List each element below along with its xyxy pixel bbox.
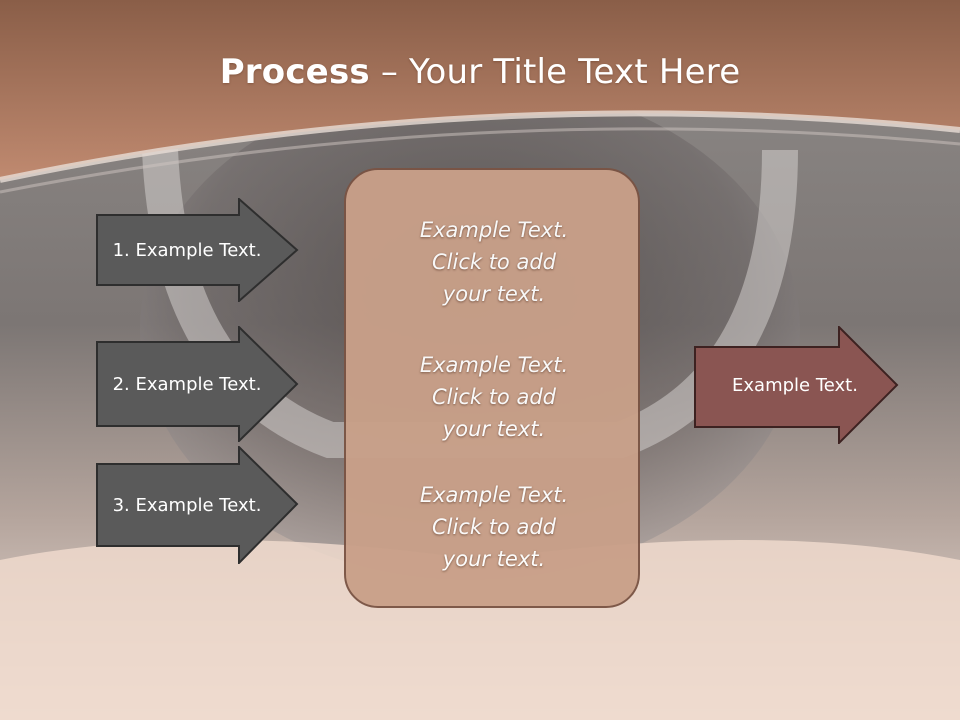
center-block-1: Example Text. Click to add your text. [346, 214, 642, 310]
left-arrow-1[interactable]: 1. Example Text. [96, 198, 300, 302]
center-text-box[interactable]: Example Text. Click to add your text. Ex… [344, 168, 640, 608]
center-line: Click to add [431, 385, 556, 409]
center-line: your text. [442, 417, 546, 441]
arrow-shape-2 [96, 326, 299, 442]
left-arrow-3[interactable]: 3. Example Text. [96, 446, 300, 564]
center-line: Click to add [431, 250, 556, 274]
right-arrow-label: Example Text. [732, 374, 858, 396]
left-arrow-label: 2. Example Text. [112, 373, 262, 395]
arrow-shape-3 [96, 446, 299, 564]
arrow-shape-1 [96, 198, 299, 302]
center-line: Click to add [431, 515, 556, 539]
left-arrow-2[interactable]: 2. Example Text. [96, 326, 300, 442]
center-block-2: Example Text. Click to add your text. [346, 349, 642, 445]
title-rest-part: – Your Title Text Here [369, 52, 741, 92]
center-line: Example Text. [419, 353, 569, 377]
center-line: your text. [442, 282, 546, 306]
center-block-3: Example Text. Click to add your text. [346, 479, 642, 575]
left-arrow-label: 3. Example Text. [112, 494, 262, 516]
slide-title[interactable]: Process – Your Title Text Here [0, 52, 960, 92]
title-bold-part: Process [219, 52, 370, 92]
left-arrow-label: 1. Example Text. [112, 239, 262, 261]
right-arrow[interactable]: Example Text. [694, 326, 900, 444]
center-line: your text. [442, 547, 546, 571]
right-arrow-shape [694, 326, 899, 444]
center-line: Example Text. [419, 218, 569, 242]
center-line: Example Text. [419, 483, 569, 507]
